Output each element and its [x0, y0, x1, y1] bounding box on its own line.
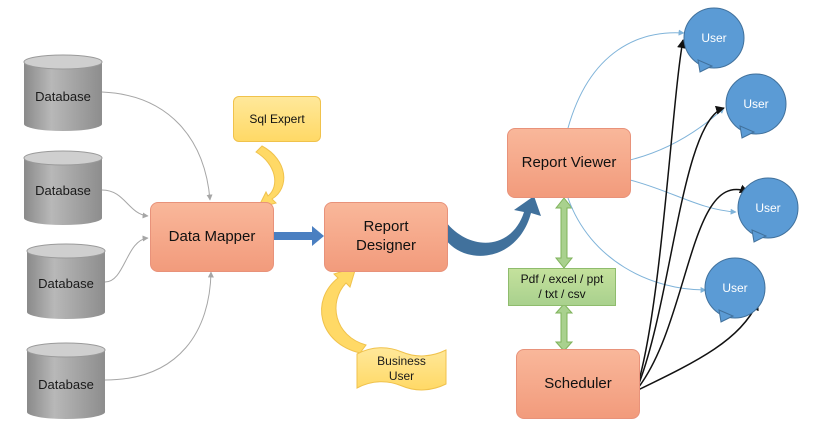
formats-box: Pdf / excel / ppt / txt / csv	[508, 268, 616, 306]
connector-viewer-user1	[567, 29, 685, 129]
report-viewer-box: Report Viewer	[507, 128, 631, 198]
report-designer-label-line2: Designer	[355, 237, 417, 254]
data-mapper-box: Data Mapper	[150, 202, 274, 272]
data-mapper-label: Data Mapper	[168, 227, 256, 245]
formats-scheduler-double-arrow	[554, 303, 574, 352]
formats-label-line2: / txt / csv	[538, 287, 586, 301]
database-cylinder-4	[26, 342, 106, 419]
sql-expert-box: Sql Expert	[233, 96, 321, 142]
database-connectors	[101, 91, 214, 381]
business-user-arrow	[321, 266, 367, 354]
viewer-formats-double-arrow	[554, 197, 574, 269]
sql-expert-arrow	[255, 145, 285, 209]
scheduler-label: Scheduler	[544, 374, 612, 392]
user-bubble-4	[704, 257, 766, 323]
connector-viewer-user2	[629, 107, 725, 161]
database-cylinder-2	[23, 150, 103, 225]
connector-db2-mapper	[101, 189, 149, 219]
designer-to-viewer-arrow	[446, 196, 541, 256]
sql-expert-label: Sql Expert	[249, 111, 305, 126]
report-designer-label-line1: Report	[363, 218, 409, 236]
connector-db1-mapper	[101, 91, 213, 201]
viewer-user-connectors	[567, 29, 737, 293]
connector-scheduler-user2	[637, 105, 725, 387]
database-cylinder-1	[23, 54, 103, 131]
connector-db3-mapper	[104, 235, 149, 283]
connector-scheduler-user4	[637, 301, 759, 391]
user-bubble-2	[725, 73, 787, 139]
connector-viewer-user4	[567, 197, 707, 293]
connector-viewer-user3	[629, 179, 737, 215]
report-viewer-label: Report Viewer	[521, 153, 617, 171]
connector-db4-mapper	[104, 271, 214, 381]
formats-label-line1: Pdf / excel / ppt	[520, 272, 604, 286]
connector-scheduler-user1	[637, 39, 686, 385]
scheduler-user-connectors	[637, 39, 759, 391]
scheduler-box: Scheduler	[516, 349, 640, 419]
report-designer-box: Report Designer	[324, 202, 448, 272]
business-user-banner	[356, 347, 447, 391]
database-cylinder-3	[26, 243, 106, 319]
user-bubble-3	[737, 177, 799, 243]
user-bubble-1	[683, 7, 745, 73]
mapper-to-designer-arrow	[274, 226, 324, 246]
connector-scheduler-user3	[637, 184, 749, 389]
